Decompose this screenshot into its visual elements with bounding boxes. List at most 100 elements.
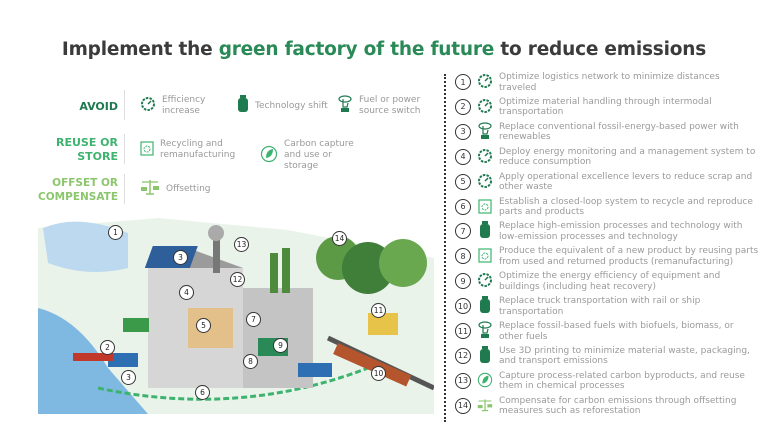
measure-text: Apply operational excellence levers to r… (499, 171, 753, 193)
gas-tank-icon (477, 296, 493, 314)
measure-item: 13 Capture process-related carbon byprodu… (455, 371, 759, 396)
measure-number: 1 (455, 74, 471, 90)
illustration-marker: 9 (273, 338, 288, 353)
measure-number: 12 (455, 347, 471, 364)
measure-text: Establish a closed-loop system to recycl… (499, 196, 753, 218)
category-label: REUSE OR STORE (55, 136, 118, 163)
legend-label: Efficiency increase (162, 95, 206, 116)
category-label: AVOID (79, 100, 118, 113)
scale-icon (477, 396, 493, 414)
hand-switch-icon (477, 321, 493, 339)
ship (73, 353, 113, 361)
category-divider (124, 90, 125, 120)
measure-item: 12 Use 3D printing to minimize material w… (455, 345, 759, 371)
illustration-marker: 1 (108, 225, 123, 240)
measure-text: Replace truck transportation with rail o… (499, 296, 701, 317)
gas-tank-icon (477, 345, 493, 364)
world-map (43, 221, 128, 272)
measure-item: 9 Optimize the energy efficiency of equip… (455, 271, 759, 296)
factory-scene (38, 218, 436, 414)
gear-gauge-icon (477, 172, 493, 190)
measure-number: 7 (455, 223, 471, 240)
measure-number: 11 (455, 323, 471, 339)
measure-item: 11 Replace fossil-based fuels with biofue… (455, 321, 759, 346)
measure-number: 13 (455, 372, 471, 389)
train (333, 343, 412, 387)
measure-item: 1 Optimize logistics network to minimize … (455, 72, 759, 97)
gear-gauge-icon (477, 147, 493, 165)
legend-label: Fuel or power source switch (359, 95, 421, 116)
measure-number: 9 (455, 273, 471, 290)
recycle-bin-icon (477, 246, 493, 264)
measure-number: 4 (455, 148, 471, 165)
measure-item: 3 Replace conventional fossil-energy-base… (455, 122, 759, 147)
biomass (368, 313, 398, 335)
category-divider (124, 134, 125, 164)
legend-item: Technology shift (237, 95, 330, 117)
illustration-marker: 12 (230, 272, 245, 287)
illustration-marker: 2 (100, 340, 115, 355)
leaf-capture-icon (260, 145, 278, 167)
legend-item: Fuel or power source switch (337, 95, 434, 117)
title-highlight: green factory of the future (218, 39, 495, 60)
measure-item: 10 Replace truck transportation with rail… (455, 296, 759, 321)
measure-text: Optimize the energy efficiency of equipm… (499, 271, 721, 292)
illustration-marker: 7 (246, 312, 261, 327)
measure-item: 8 Produce the equivalent of a new product… (455, 246, 759, 271)
hand-switch-icon (337, 95, 353, 117)
measure-number: 5 (455, 173, 471, 190)
measure-text: Optimize material handling through inter… (499, 96, 712, 118)
legend-item: Carbon capture and use or storage (260, 139, 359, 172)
solar-panels (144, 246, 198, 268)
illustration-marker: 10 (371, 366, 386, 381)
measure-number: 14 (455, 397, 471, 414)
gear-gauge-icon (477, 271, 493, 289)
page-title: Implement the green factory of the futur… (0, 39, 768, 60)
measure-number: 10 (455, 298, 471, 315)
hand-switch-icon (477, 122, 493, 140)
measure-number: 6 (455, 198, 471, 215)
category-divider (124, 174, 125, 204)
measure-text: Optimize logistics network to minimize d… (499, 72, 720, 93)
gear-gauge-icon (477, 97, 493, 115)
measure-number: 8 (455, 248, 471, 265)
measure-number: 2 (455, 98, 471, 115)
measure-number: 3 (455, 123, 471, 140)
recycle-bin-icon (477, 197, 493, 215)
illustration-marker: 11 (371, 303, 386, 318)
measure-item: 5 Apply operational excellence levers to … (455, 172, 759, 197)
measure-item: 14 Compensate for carbon emissions throug… (455, 396, 759, 421)
illustration-marker: 3 (121, 370, 136, 385)
illustration-marker: 6 (195, 385, 210, 400)
measure-item: 7 Replace high-emission processes and tec… (455, 221, 759, 246)
measure-text: Capture process-related carbon byproduct… (499, 370, 745, 392)
gear-gauge-icon (140, 96, 156, 116)
measure-text: Use 3D printing to minimize material was… (499, 345, 750, 367)
truck (123, 318, 149, 332)
measure-text: Replace fossil-based fuels with biofuels… (499, 321, 734, 342)
gas-tank-icon (477, 221, 493, 239)
illustration-marker: 14 (332, 231, 347, 246)
measure-text: Replace high-emission processes and tech… (499, 221, 743, 242)
legend-item: Efficiency increase (140, 95, 237, 117)
dotted-divider (444, 74, 446, 422)
leaf-capture-icon (477, 371, 493, 389)
legend-item: Offsetting (140, 179, 241, 199)
illustration-marker: 13 (234, 237, 249, 252)
recycle-bin-icon (140, 140, 154, 160)
gas-tank-icon (237, 95, 249, 117)
legend-label: Technology shift (255, 100, 328, 111)
gear-gauge-icon (477, 72, 493, 90)
title-suffix: to reduce emissions (494, 39, 707, 60)
category-label: OFFSET OR COMPENSATE (38, 177, 118, 203)
measure-text: Replace conventional fossil-energy-based… (499, 121, 739, 143)
measure-item: 2 Optimize material handling through inte… (455, 97, 759, 122)
scale-icon (140, 179, 160, 199)
legend-label: Carbon capture and use or storage (284, 139, 354, 171)
measure-text: Produce the equivalent of a new product … (499, 246, 759, 267)
illustration-marker: 5 (196, 318, 211, 333)
measure-text: Compensate for carbon emissions through … (499, 395, 737, 417)
title-prefix: Implement the (61, 39, 219, 60)
